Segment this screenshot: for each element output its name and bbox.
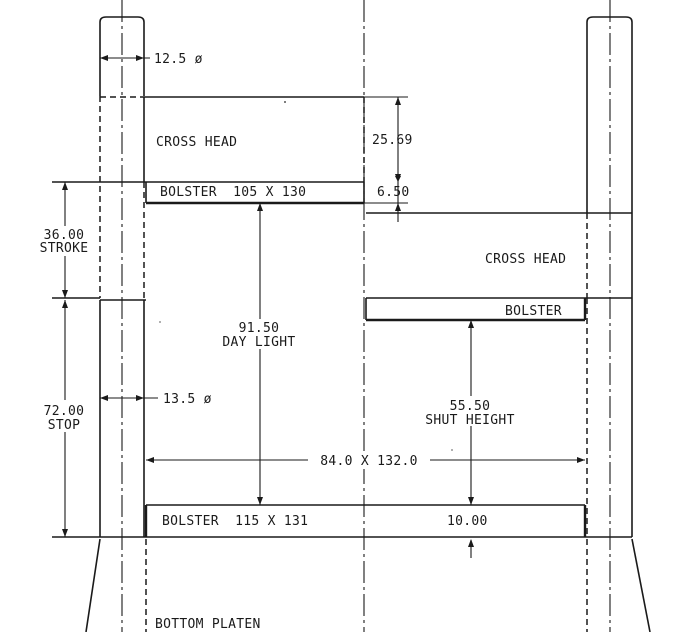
bottom-bolster [52, 504, 632, 538]
stop-value: 72.00 [44, 404, 85, 419]
stop-label-bg [36, 400, 92, 432]
right-guide-rod [586, 16, 633, 537]
bottom-bolster-label: BOLSTER 115 X 131 [162, 514, 308, 529]
span-label: 84.0 X 132.0 [320, 454, 418, 469]
day-light-label-bg [210, 319, 310, 349]
shut-height-label-bg [414, 396, 526, 426]
bottom-platen-label: BOTTOM PLATEN [155, 617, 261, 632]
stop-label: STOP [48, 418, 81, 433]
shut-height-label: SHUT HEIGHT [425, 413, 514, 428]
upper-bolster-right-label: BOLSTER [505, 304, 562, 319]
span-label-bg [308, 451, 430, 469]
cross-head-right-label: CROSS HEAD [485, 252, 566, 267]
upper-bolster-right [365, 298, 587, 322]
shut-height-value: 55.50 [450, 399, 491, 414]
bottom-bolster-thickness-label: 10.00 [447, 514, 488, 529]
bottom-platen [85, 538, 651, 632]
day-light-label: DAY LIGHT [222, 335, 295, 350]
scan-speck [451, 449, 453, 451]
rod-diameter-top-dim [100, 55, 150, 61]
scan-speck [159, 321, 161, 323]
stroke-label-bg [28, 226, 96, 256]
cross-head-height-label: 25.69 [372, 133, 413, 148]
rod-diameter-top-label: 12.5 ø [154, 52, 203, 67]
scan-speck [284, 101, 286, 103]
upper-cross-head [52, 96, 365, 183]
day-light-dim [257, 203, 263, 505]
stroke-value: 36.00 [44, 228, 85, 243]
upper-bolster-left-label: BOLSTER 105 X 130 [160, 185, 306, 200]
day-light-value: 91.50 [239, 321, 280, 336]
lower-cross-head [52, 212, 632, 301]
bolster-thickness-dim [364, 176, 408, 222]
left-guide-rod [99, 16, 145, 537]
upper-bolster-left [145, 182, 365, 205]
stroke-label: STROKE [40, 241, 89, 256]
bolster-thickness-label: 6.50 [377, 185, 410, 200]
rod-diameter-mid-label: 13.5 ø [163, 392, 212, 407]
rod-diameter-mid-dim [100, 395, 158, 401]
cross-head-left-label: CROSS HEAD [156, 135, 237, 150]
